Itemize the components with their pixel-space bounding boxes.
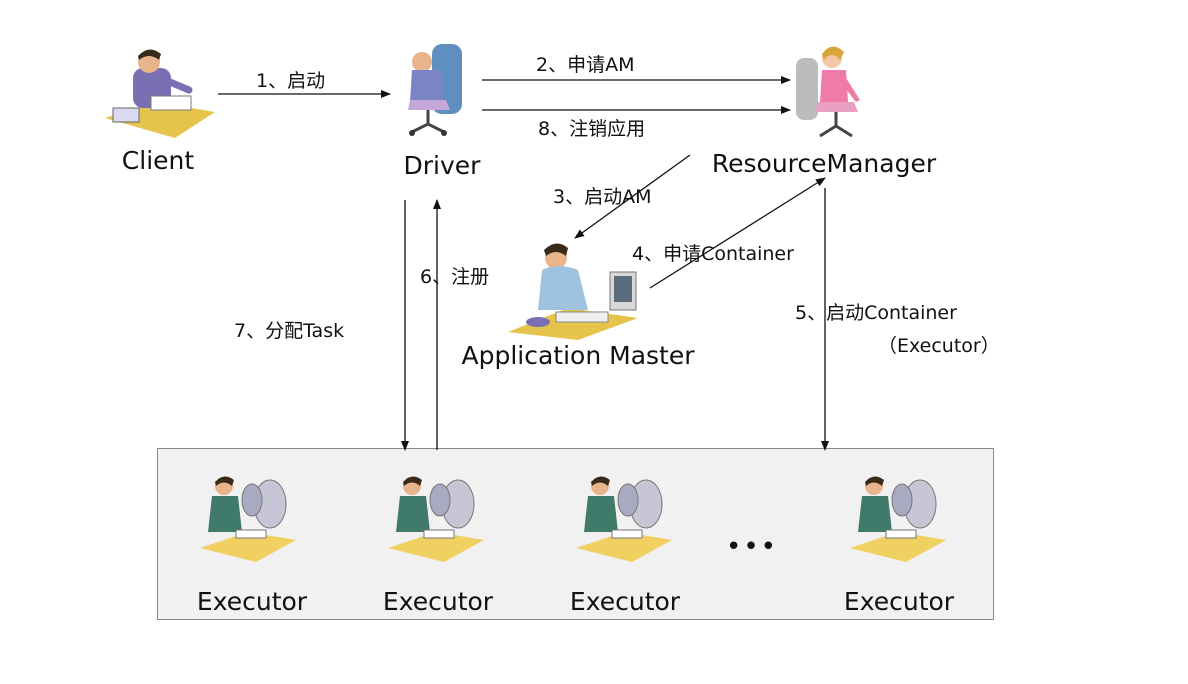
more-executors-ellipsis: ••• <box>726 532 779 562</box>
worker-at-desk-icon <box>200 476 296 562</box>
executor-label: Executor <box>843 587 955 616</box>
driver-label: Driver <box>403 151 481 180</box>
step-4-label: 4、申请Container <box>632 243 794 265</box>
application-master-label: Application Master <box>461 341 695 370</box>
step-7-label: 7、分配Task <box>234 320 345 342</box>
arrow-step-4 <box>649 177 826 289</box>
step-1-label: 1、启动 <box>256 70 326 92</box>
person-at-computer-icon <box>508 243 638 340</box>
step-5-sublabel: （Executor） <box>878 335 1000 357</box>
step-6-label: 6、注册 <box>420 266 490 288</box>
worker-at-desk-icon <box>850 476 946 562</box>
worker-at-desk-icon <box>576 476 672 562</box>
person-in-office-chair-icon <box>408 44 462 136</box>
person-at-desk-icon <box>105 49 215 138</box>
worker-at-desk-icon <box>388 476 484 562</box>
step-2-label: 2、申请AM <box>536 54 635 76</box>
executor-group-box <box>157 448 994 620</box>
client-label: Client <box>121 146 195 175</box>
arrow-step-3 <box>574 154 691 239</box>
executor-label: Executor <box>569 587 681 616</box>
step-5-label: 5、启动Container <box>795 302 957 324</box>
step-8-label: 8、注销应用 <box>538 118 646 140</box>
executor-label: Executor <box>196 587 308 616</box>
woman-in-office-chair-icon <box>796 46 860 138</box>
step-3-label: 3、启动AM <box>553 186 652 208</box>
executor-label: Executor <box>382 587 494 616</box>
resource-manager-label: ResourceManager <box>711 149 937 178</box>
